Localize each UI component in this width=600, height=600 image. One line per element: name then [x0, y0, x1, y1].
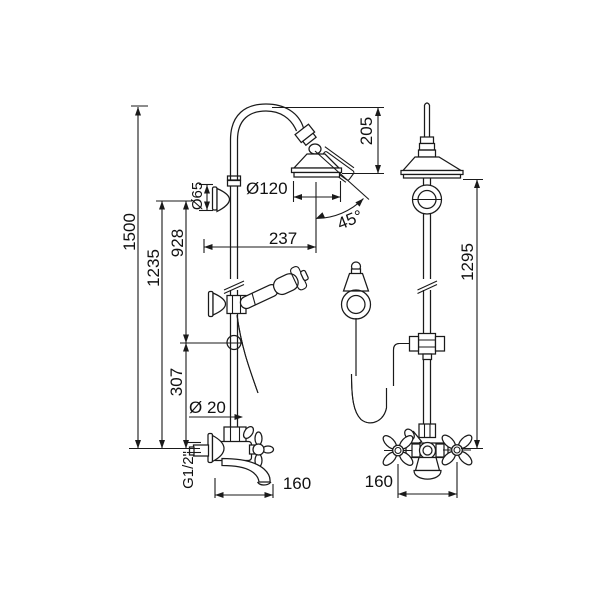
mixer-valve-side: [188, 426, 275, 486]
hand-shower-front: [340, 261, 372, 320]
dim-label-1235: 1235: [144, 249, 163, 287]
wall-flange-side: [211, 186, 231, 213]
dim-label-d120: Ø120: [246, 179, 288, 198]
dim-label-d65: Ø65: [189, 182, 206, 210]
tub-spout-side: [221, 457, 272, 486]
riser-rail-side: [223, 140, 245, 427]
shower-hose-side: [236, 314, 259, 394]
pipe-break-mark: [223, 280, 245, 291]
cross-handle-left: [382, 435, 414, 466]
gooseneck-arc-pipe: [229, 103, 305, 141]
dim-label-307: 307: [167, 368, 186, 396]
cross-handle-right: [441, 434, 473, 466]
hand-shower-side: [239, 265, 309, 310]
front-view: 1295 160: [340, 102, 483, 498]
wall-flange-front: [411, 184, 443, 215]
side-view: 1500 1235 928 307 Ø65 Ø120 237 45° 205 Ø…: [120, 103, 384, 498]
dimensions-front: [397, 178, 483, 498]
dimensions-side: [129, 105, 384, 498]
dim-label-160-centers: 160: [365, 472, 393, 491]
riser-union-nut: [223, 426, 247, 443]
hose-outlet-fitting-front: [392, 332, 446, 386]
dim-label-1500: 1500: [120, 213, 139, 251]
pipe-break-mark: [417, 280, 438, 291]
mixer-valve-front: [382, 423, 473, 480]
mixer-body-escutcheon: [418, 441, 437, 460]
spout-front: [413, 456, 442, 480]
riser-rail-front: [417, 102, 438, 424]
dim-label-928: 928: [168, 229, 187, 257]
shower-head-front: [400, 136, 464, 179]
shower-head-side: [290, 153, 343, 178]
dim-label-g12: G1/2": [180, 451, 197, 489]
dim-label-160-spout: 160: [283, 474, 311, 493]
dim-label-1295: 1295: [458, 243, 477, 281]
cross-handle-side: [248, 431, 275, 468]
shower-hose-front: [350, 318, 388, 424]
head-joint-side: [294, 123, 322, 155]
dim-label-45deg: 45°: [334, 206, 365, 233]
dim-label-237: 237: [269, 229, 297, 248]
dim-label-d20: Ø 20: [189, 398, 226, 417]
diverter-lever-side: [242, 426, 255, 439]
dim-label-205: 205: [357, 117, 376, 145]
hose-elbow: [392, 342, 411, 386]
